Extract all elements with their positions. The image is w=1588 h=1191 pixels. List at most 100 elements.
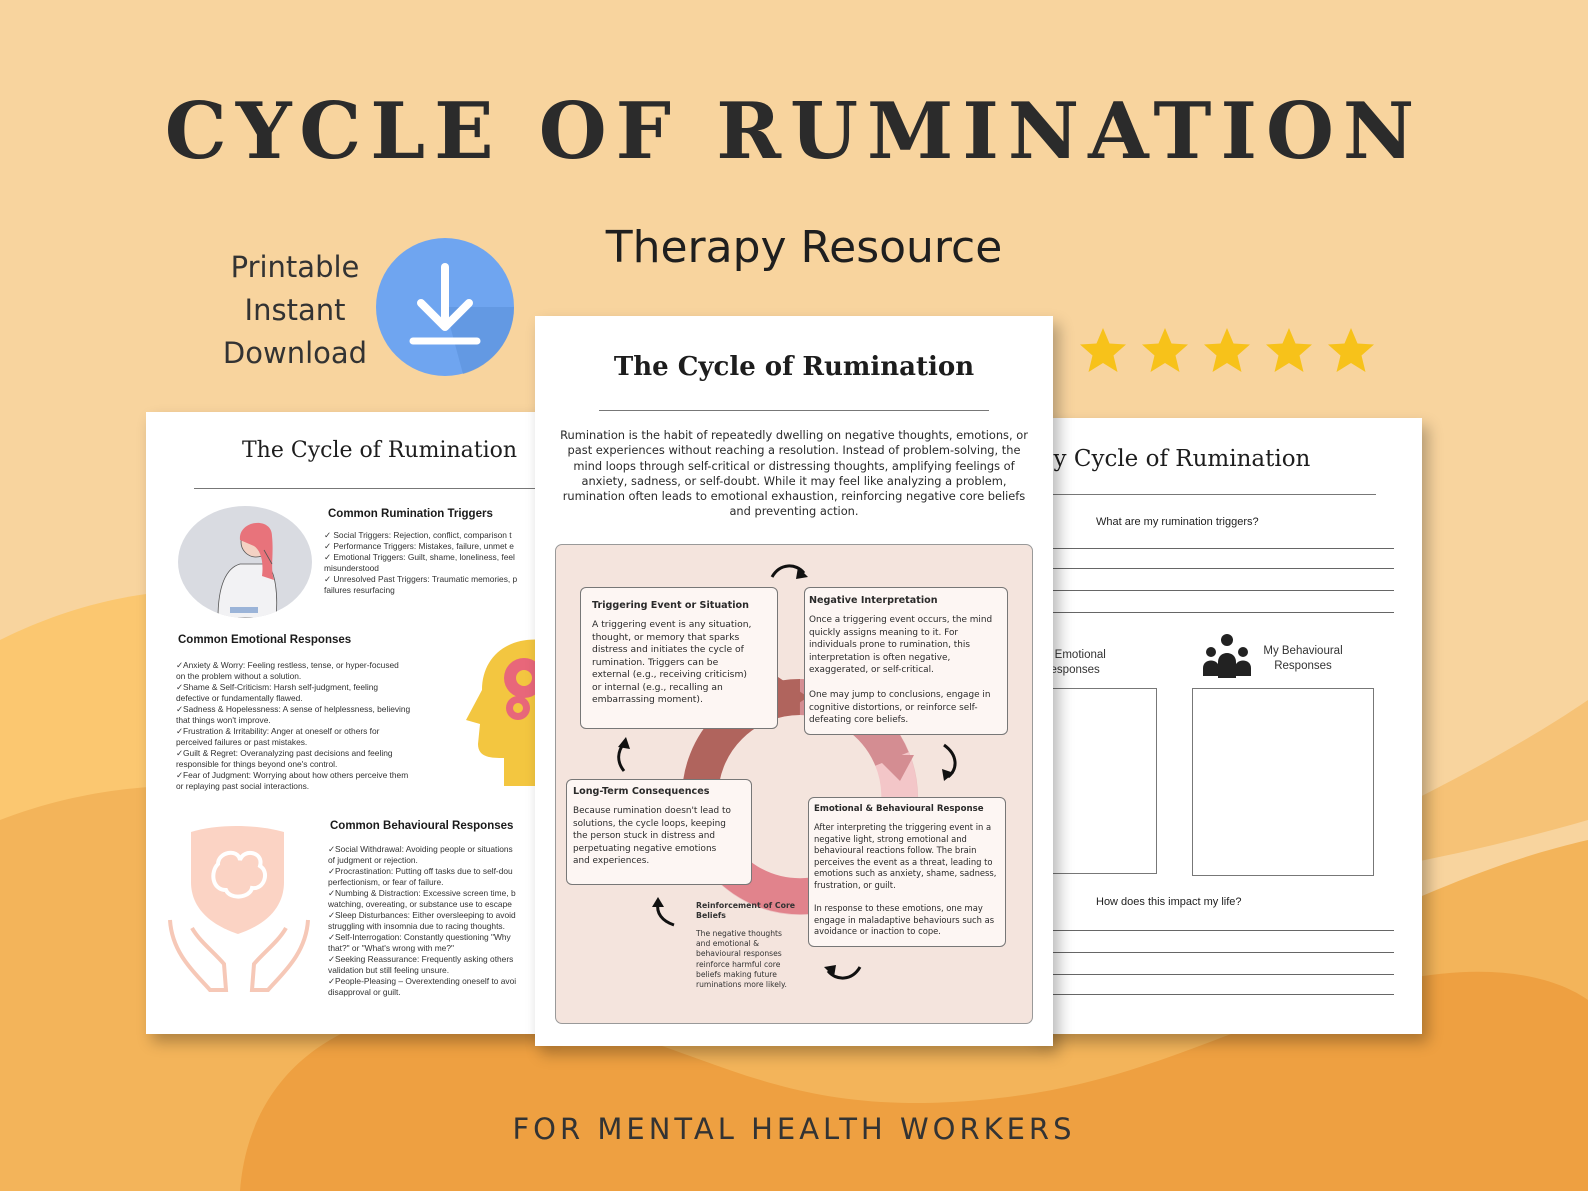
person-icon bbox=[217, 522, 278, 618]
cycle-arrow-icon bbox=[617, 737, 630, 772]
list-item: ✓Anxiety & Worry: Feeling restless, tens… bbox=[176, 660, 399, 670]
cycle-arrow-icon bbox=[824, 965, 862, 980]
note-line: behavioural responses bbox=[696, 949, 782, 959]
list-item: of judgment or rejection. bbox=[328, 855, 418, 865]
impact-question: How does this impact my life? bbox=[1096, 896, 1242, 908]
box-line: emotions such as anxiety, shame, sadness… bbox=[814, 868, 997, 879]
list-item: disapproval or guilt. bbox=[328, 987, 401, 997]
box-line: cognitive distortions, or reinforce self… bbox=[809, 702, 978, 713]
box-line: frustration, or guilt. bbox=[814, 879, 896, 890]
star-icon bbox=[1328, 328, 1374, 372]
triggers-list: ✓ Social Triggers: Rejection, conflict, … bbox=[324, 530, 517, 596]
intro-line: mind loops through self-critical or dist… bbox=[573, 458, 1015, 473]
intro-line: and preventing action. bbox=[729, 504, 859, 519]
write-line[interactable] bbox=[1030, 612, 1394, 613]
box-line: avoidance or inaction to cope. bbox=[814, 926, 941, 937]
box-line: Once a triggering event occurs, the mind bbox=[809, 615, 993, 625]
box-line: Because rumination doesn't lead to bbox=[573, 806, 731, 816]
list-item: struggling with insomnia due to racing t… bbox=[328, 921, 505, 931]
write-line[interactable] bbox=[1030, 974, 1394, 975]
write-line[interactable] bbox=[1030, 548, 1394, 549]
note-line: The negative thoughts bbox=[696, 929, 782, 938]
box-heading: Negative Interpretation bbox=[809, 595, 938, 606]
gears-head-icon bbox=[466, 639, 544, 786]
intro-line: past experiences without reaching a reso… bbox=[567, 443, 1021, 458]
box-line: exaggerated, or self-critical. bbox=[809, 665, 934, 675]
list-item: ✓ Unresolved Past Triggers: Traumatic me… bbox=[324, 574, 518, 584]
box-line: thought, or memory that sparks bbox=[592, 631, 740, 643]
box-line: solutions, the cycle loops, keeping bbox=[573, 818, 726, 829]
box-line bbox=[814, 892, 1000, 904]
list-item: ✓Frustration & Irritability: Anger at on… bbox=[176, 726, 380, 736]
list-item: perfectionism, or fear of failure. bbox=[328, 877, 444, 887]
box-line: defeating core beliefs. bbox=[809, 715, 909, 725]
list-item: that things won't improve. bbox=[176, 715, 271, 725]
worksheet-page-center: The Cycle of Rumination Rumination is th… bbox=[535, 316, 1053, 1046]
list-item: ✓Procrastination: Putting off tasks due … bbox=[328, 866, 513, 876]
download-line: Download bbox=[222, 336, 368, 370]
list-item: ✓Self-Interrogation: Constantly question… bbox=[328, 932, 511, 942]
main-title: CYCLE OF RUMINATION bbox=[164, 86, 1424, 177]
box-line: or internal (e.g., recalling an bbox=[592, 681, 723, 693]
box-line: perpetuating negative emotions bbox=[573, 843, 717, 854]
label-line: My Emotional bbox=[1036, 649, 1106, 661]
emotional-list: ✓Anxiety & Worry: Feeling restless, tens… bbox=[176, 660, 410, 792]
cycle-arrow-icon bbox=[770, 564, 808, 579]
list-item: ✓Seeking Reassurance: Frequently asking … bbox=[328, 954, 514, 964]
box-heading: Triggering Event or Situation bbox=[592, 600, 749, 611]
download-label: Printable Instant Download bbox=[205, 246, 385, 375]
behavioural-list: ✓Social Withdrawal: Avoiding people or s… bbox=[328, 844, 516, 998]
list-item: ✓ Emotional Triggers: Guilt, shame, lone… bbox=[324, 552, 515, 562]
write-line[interactable] bbox=[1030, 930, 1394, 931]
intro-line: Rumination is the habit of repeatedly dw… bbox=[560, 428, 1028, 442]
download-line: Printable bbox=[230, 250, 360, 284]
list-item: perceived failures or past mistakes. bbox=[176, 737, 308, 747]
triggers-heading: Common Rumination Triggers bbox=[328, 508, 493, 520]
box-line: external (e.g., receiving criticism) bbox=[592, 669, 747, 680]
stressed-person-illustration bbox=[178, 506, 312, 618]
page-title: The Cycle of Rumination bbox=[613, 352, 975, 382]
worksheet-page-left: The Cycle of Rumination Common Ruminatio… bbox=[146, 412, 544, 1034]
title-rule bbox=[599, 410, 989, 411]
behavioural-label: My Behavioural Responses bbox=[1248, 644, 1358, 674]
box-text: After interpreting the triggering event … bbox=[814, 822, 1000, 938]
note-line: and emotional & bbox=[696, 939, 760, 949]
box-line: In response to these emotions, one may bbox=[814, 903, 983, 914]
list-item: ✓Fear of Judgment: Worrying about how ot… bbox=[176, 770, 409, 780]
write-line[interactable] bbox=[1030, 568, 1394, 569]
write-line[interactable] bbox=[1030, 590, 1394, 591]
download-line: Instant bbox=[244, 293, 346, 327]
box-line: distress and initiates the cycle of bbox=[592, 644, 744, 655]
write-line[interactable] bbox=[1030, 994, 1394, 995]
star-icon bbox=[1080, 328, 1126, 372]
star-icon bbox=[1266, 328, 1312, 372]
list-item: failures resurfacing bbox=[324, 585, 395, 595]
rating-stars bbox=[1078, 326, 1376, 376]
negative-interpretation-box: Negative Interpretation Once a triggerin… bbox=[804, 587, 1008, 735]
note-line: ruminations more likely. bbox=[696, 980, 787, 990]
write-line[interactable] bbox=[1030, 952, 1394, 953]
intro-line: rumination often leads to emotional exha… bbox=[562, 489, 1026, 504]
long-term-box: Long-Term Consequences Because ruminatio… bbox=[566, 779, 752, 885]
title-rule bbox=[1030, 494, 1376, 495]
subtitle: Therapy Resource bbox=[605, 222, 1003, 273]
list-item: ✓Numbing & Distraction: Excessive screen… bbox=[328, 888, 516, 898]
page-title: The Cycle of Rumination bbox=[242, 438, 518, 463]
behavioural-response-box[interactable] bbox=[1192, 688, 1374, 876]
emotional-response-box[interactable] bbox=[1030, 688, 1157, 874]
box-line: behavioural reactions follow. The brain bbox=[814, 845, 977, 856]
people-group-icon bbox=[1203, 634, 1251, 678]
download-icon[interactable] bbox=[375, 237, 515, 377]
cycle-arrow-icon bbox=[652, 897, 675, 927]
list-item: ✓Shame & Self-Criticism: Harsh self-judg… bbox=[176, 682, 379, 692]
star-icon bbox=[1142, 328, 1188, 372]
box-heading: Emotional & Behavioural Response bbox=[814, 804, 984, 814]
box-text: Because rumination doesn't lead to solut… bbox=[573, 805, 745, 868]
list-item: on the problem without a solution. bbox=[176, 671, 302, 681]
box-line: engage in maladaptive behaviours such as bbox=[814, 914, 995, 925]
note-text: The negative thoughts and emotional & be… bbox=[696, 929, 795, 990]
footer-tagline: FOR MENTAL HEALTH WORKERS bbox=[512, 1112, 1076, 1146]
list-item: ✓ Performance Triggers: Mistakes, failur… bbox=[324, 541, 514, 551]
box-line: the person stuck in distress and bbox=[573, 831, 715, 841]
list-item: ✓ Social Triggers: Rejection, conflict, … bbox=[324, 530, 512, 540]
